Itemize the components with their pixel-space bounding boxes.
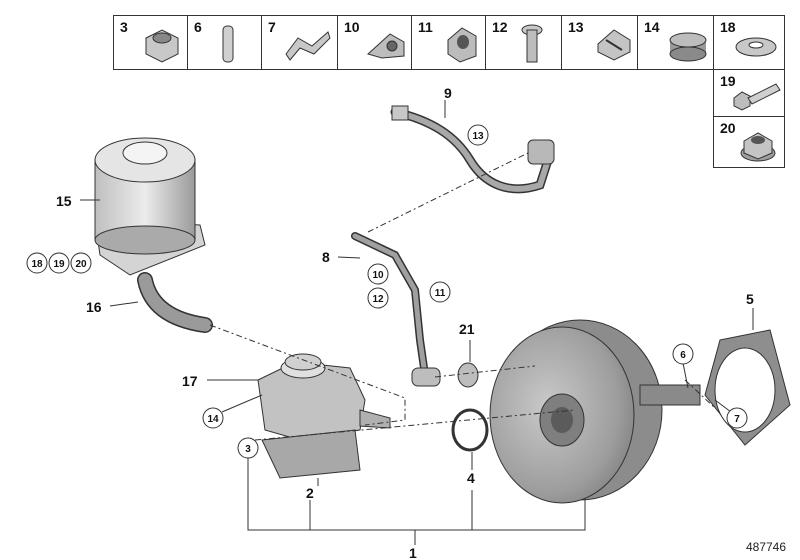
svg-text:12: 12 — [372, 294, 384, 305]
legend-cell-20: 20 — [713, 116, 785, 168]
circled-label-20: 20 — [70, 252, 92, 274]
circled-label-3: 3 — [237, 437, 259, 459]
grommet — [457, 362, 479, 388]
screw-icon — [521, 24, 543, 63]
label-1: 1 — [409, 545, 417, 560]
vacuum-hose — [390, 105, 555, 194]
label-9: 9 — [444, 85, 452, 101]
connection-lines — [209, 151, 716, 441]
circled-label-12: 12 — [367, 287, 389, 309]
svg-text:6: 6 — [680, 350, 686, 361]
circled-label-6: 6 — [672, 343, 694, 365]
pin-icon — [222, 25, 234, 63]
circled-label-19: 19 — [48, 252, 70, 274]
svg-text:10: 10 — [372, 270, 384, 281]
clip-icon — [285, 31, 331, 61]
document-number: 487746 — [745, 540, 786, 554]
legend-number: 19 — [720, 73, 736, 89]
label-17: 17 — [182, 373, 198, 389]
legend-number: 18 — [720, 19, 736, 35]
label-21: 21 — [459, 321, 475, 337]
leader-lines — [80, 100, 754, 545]
svg-text:19: 19 — [53, 259, 65, 270]
label-5: 5 — [746, 291, 754, 307]
svg-text:13: 13 — [472, 131, 484, 142]
hose-clip-icon — [597, 29, 631, 61]
svg-text:7: 7 — [734, 414, 740, 425]
brake-booster — [489, 319, 701, 504]
svg-text:18: 18 — [31, 259, 43, 270]
circled-label-10: 10 — [367, 263, 389, 285]
reservoir-hose-fill — [138, 273, 212, 332]
master-cylinder — [257, 353, 391, 479]
vacuum-pipe — [351, 232, 441, 387]
label-4: 4 — [467, 470, 475, 486]
grommet-holder-icon — [447, 27, 477, 63]
legend-number: 12 — [492, 19, 508, 35]
label-15: 15 — [56, 193, 72, 209]
legend-number: 10 — [344, 19, 360, 35]
legend-number: 3 — [120, 19, 128, 35]
legend-number: 20 — [720, 120, 736, 136]
cap-icon — [669, 32, 707, 62]
bolt-icon — [733, 83, 781, 111]
legend-cell-13: 13 — [561, 15, 638, 70]
flange-nut-icon — [740, 132, 776, 162]
legend-cell-3: 3 — [113, 15, 188, 70]
circled-label-18: 18 — [26, 252, 48, 274]
svg-text:14: 14 — [207, 414, 219, 425]
label-8: 8 — [322, 249, 330, 265]
fluid-reservoir — [94, 137, 206, 276]
label-2: 2 — [306, 485, 314, 501]
svg-text:3: 3 — [245, 444, 251, 455]
svg-text:20: 20 — [75, 259, 87, 270]
legend-cell-12: 12 — [485, 15, 562, 70]
circled-label-7: 7 — [726, 407, 748, 429]
svg-text:11: 11 — [435, 288, 446, 299]
bracket-icon — [366, 33, 405, 59]
o-ring — [451, 408, 489, 452]
circled-label-13: 13 — [467, 124, 489, 146]
circled-label-11: 11 — [429, 281, 451, 303]
label-16: 16 — [86, 299, 102, 315]
legend-number: 13 — [568, 19, 584, 35]
nut-icon — [145, 29, 179, 63]
legend-number: 6 — [194, 19, 202, 35]
legend-number: 14 — [644, 19, 660, 35]
legend-number: 7 — [268, 19, 276, 35]
washer-icon — [735, 37, 777, 57]
legend-cell-10: 10 — [337, 15, 412, 70]
legend-number: 11 — [418, 19, 433, 35]
circled-label-14: 14 — [202, 407, 224, 429]
